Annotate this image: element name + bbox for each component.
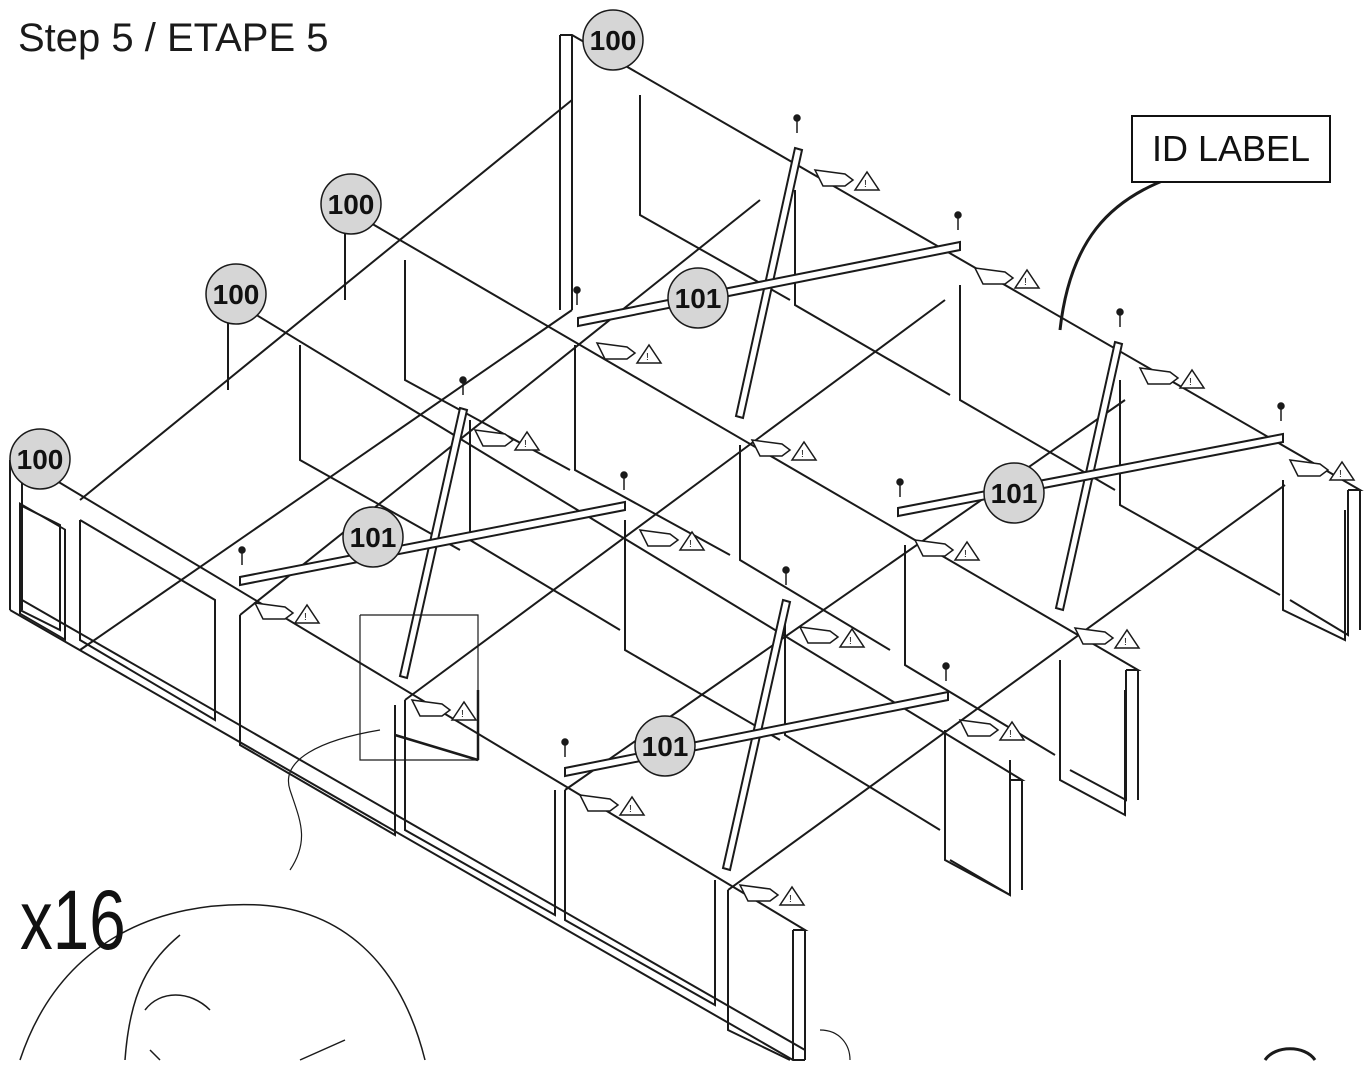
screw-icon — [896, 478, 904, 497]
screws — [238, 114, 1285, 757]
hand-pointing-warning-icon: ! — [638, 529, 706, 551]
svg-text:!: ! — [524, 439, 527, 450]
svg-text:!: ! — [689, 539, 692, 550]
hand-pointing-warning-icon: ! — [1138, 367, 1206, 389]
svg-text:!: ! — [964, 549, 967, 560]
quantity-label: x16 — [20, 873, 126, 967]
svg-text:!: ! — [304, 612, 307, 623]
part-number-label: 100 — [328, 189, 375, 220]
hand-pointing-warning-icon: ! — [595, 342, 663, 364]
warning-icons: ! ! ! ! ! ! ! ! ! ! ! ! ! ! ! ! — [253, 169, 1356, 906]
screw-icon — [782, 566, 790, 585]
hand-pointing-warning-icon: ! — [958, 719, 1026, 741]
screw-icon — [1116, 308, 1124, 327]
shelf-frames — [9, 34, 1364, 1061]
screw-icon — [238, 546, 246, 565]
screw-icon — [1277, 402, 1285, 421]
screw-icon — [954, 211, 962, 230]
hand-pointing-warning-icon: ! — [473, 429, 541, 451]
hand-pointing-warning-icon: ! — [253, 602, 321, 624]
step-title: Step 5 / ETAPE 5 — [18, 16, 329, 60]
detail-callout — [19, 176, 1317, 1061]
hand-pointing-warning-icon: ! — [913, 539, 981, 561]
svg-text:!: ! — [1124, 637, 1127, 648]
svg-text:!: ! — [801, 449, 804, 460]
part-number-label: 101 — [991, 478, 1038, 509]
part-callout-101: 101 — [342, 506, 404, 568]
svg-text:!: ! — [849, 636, 852, 647]
svg-text:!: ! — [789, 894, 792, 905]
hand-pointing-warning-icon: ! — [798, 626, 866, 648]
svg-text:!: ! — [461, 709, 464, 720]
part-callout-100: 100 — [9, 428, 71, 490]
screw-icon — [942, 662, 950, 681]
hand-pointing-warning-icon: ! — [410, 699, 478, 721]
part-callout-100: 100 — [205, 263, 267, 325]
svg-text:!: ! — [1339, 469, 1342, 480]
id-label-box: ID LABEL — [1131, 115, 1331, 183]
svg-text:!: ! — [629, 804, 632, 815]
part-number-label: 100 — [590, 25, 637, 56]
part-callout-100: 100 — [320, 173, 382, 235]
hand-pointing-warning-icon: ! — [1288, 459, 1356, 481]
screw-icon — [561, 738, 569, 757]
hand-pointing-warning-icon: ! — [578, 794, 646, 816]
hand-pointing-warning-icon: ! — [813, 169, 881, 191]
part-number-label: 101 — [675, 283, 722, 314]
svg-text:!: ! — [1024, 277, 1027, 288]
hand-pointing-warning-icon: ! — [1073, 627, 1141, 649]
part-callout-101: 101 — [634, 715, 696, 777]
hand-pointing-warning-icon: ! — [738, 884, 806, 906]
hand-pointing-warning-icon: ! — [973, 267, 1041, 289]
screw-icon — [573, 286, 581, 305]
part-number-label: 100 — [213, 279, 260, 310]
part-callout-101: 101 — [983, 462, 1045, 524]
hand-pointing-warning-icon: ! — [750, 439, 818, 461]
part-callout-100: 100 — [582, 9, 644, 71]
part-callouts: 100 100 100 100 101 101 101 101 — [9, 9, 1045, 777]
screw-icon — [459, 376, 467, 395]
part-number-label: 100 — [17, 444, 64, 475]
screw-icon — [620, 471, 628, 490]
svg-text:!: ! — [1009, 729, 1012, 740]
part-number-label: 101 — [642, 731, 689, 762]
svg-text:!: ! — [864, 179, 867, 190]
svg-text:!: ! — [1189, 377, 1192, 388]
part-callout-101: 101 — [667, 267, 729, 329]
svg-text:!: ! — [646, 352, 649, 363]
part-number-label: 101 — [350, 522, 397, 553]
screw-icon — [793, 114, 801, 133]
